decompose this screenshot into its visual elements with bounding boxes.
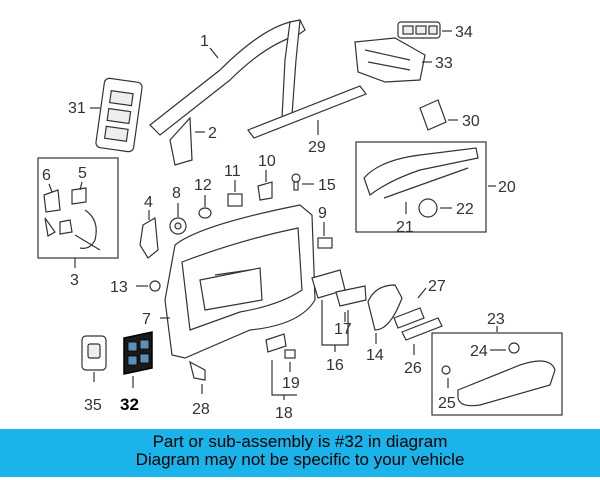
part-31-switch-panel xyxy=(95,77,143,153)
part-9-clip xyxy=(317,237,333,249)
callout-7: 7 xyxy=(142,311,151,328)
callout-8: 8 xyxy=(172,185,181,202)
parts-diagram: 1 2 31 29 34 33 30 xyxy=(37,19,563,422)
callout-24: 24 xyxy=(470,343,488,360)
callout-15: 15 xyxy=(318,177,336,194)
callout-25: 25 xyxy=(438,395,456,412)
part-11-clip xyxy=(227,193,243,207)
callout-10: 10 xyxy=(258,153,276,170)
part-35-keypad xyxy=(81,335,107,371)
callout-32: 32 xyxy=(120,395,139,414)
part-4-bracket xyxy=(139,217,159,259)
part-29-belt-molding xyxy=(247,85,367,139)
callout-26: 26 xyxy=(404,360,422,377)
callout-16: 16 xyxy=(326,357,344,374)
callout-17: 17 xyxy=(334,321,352,338)
part-32-switch-highlighted xyxy=(123,331,153,375)
part-20-box xyxy=(355,141,487,233)
callout-22: 22 xyxy=(456,201,474,218)
callout-5: 5 xyxy=(78,165,87,182)
callout-3: 3 xyxy=(70,272,79,289)
callout-14: 14 xyxy=(366,347,384,364)
callout-18: 18 xyxy=(275,405,293,422)
callout-9: 9 xyxy=(318,205,327,222)
part-34-switch xyxy=(397,21,441,39)
callout-21: 21 xyxy=(396,219,414,236)
callout-35: 35 xyxy=(84,397,102,414)
callout-1: 1 xyxy=(200,33,209,50)
part-13-clip xyxy=(149,280,161,292)
part-14-inner-handle xyxy=(367,284,403,331)
callout-4: 4 xyxy=(144,194,153,211)
part-16-17-bezels xyxy=(311,269,367,307)
part-23-box xyxy=(431,332,563,416)
callout-23: 23 xyxy=(487,311,505,328)
part-28-trim xyxy=(189,360,206,381)
callout-34: 34 xyxy=(455,24,473,41)
part-3-box xyxy=(37,157,119,259)
part-20-21-22-trim xyxy=(363,147,479,218)
callout-20: 20 xyxy=(498,179,516,196)
info-banner: Part or sub-assembly is #32 in diagram D… xyxy=(0,429,600,477)
part-15-screw xyxy=(291,173,301,191)
banner-line-1: Part or sub-assembly is #32 in diagram xyxy=(152,432,448,451)
part-2-mirror-trim xyxy=(169,116,193,166)
part-26-27-trim xyxy=(393,307,443,341)
callout-19: 19 xyxy=(282,375,300,392)
part-23-24-25-armrest xyxy=(441,342,556,407)
banner-line-2: Diagram may not be specific to your vehi… xyxy=(135,450,465,469)
callout-11: 11 xyxy=(224,163,241,180)
part-30-trim-pad xyxy=(419,99,447,131)
part-5-6-clips xyxy=(43,187,101,251)
callout-31: 31 xyxy=(68,100,86,117)
callout-28: 28 xyxy=(192,401,210,418)
part-8-grommet xyxy=(169,217,187,235)
part-12-clip xyxy=(198,207,212,219)
part-7-door-panel xyxy=(164,204,316,359)
callout-29: 29 xyxy=(308,139,326,156)
part-18-19-clip xyxy=(265,333,296,359)
callout-30: 30 xyxy=(462,113,480,130)
callout-33: 33 xyxy=(435,55,453,72)
callout-6: 6 xyxy=(42,167,51,184)
part-33-door-handle xyxy=(354,37,426,83)
part-1-window-frame-trim xyxy=(149,19,306,136)
callout-27: 27 xyxy=(428,278,446,295)
callout-13: 13 xyxy=(110,279,128,296)
callout-12: 12 xyxy=(194,177,212,194)
part-10-clip xyxy=(257,181,273,201)
callout-2: 2 xyxy=(208,125,217,142)
